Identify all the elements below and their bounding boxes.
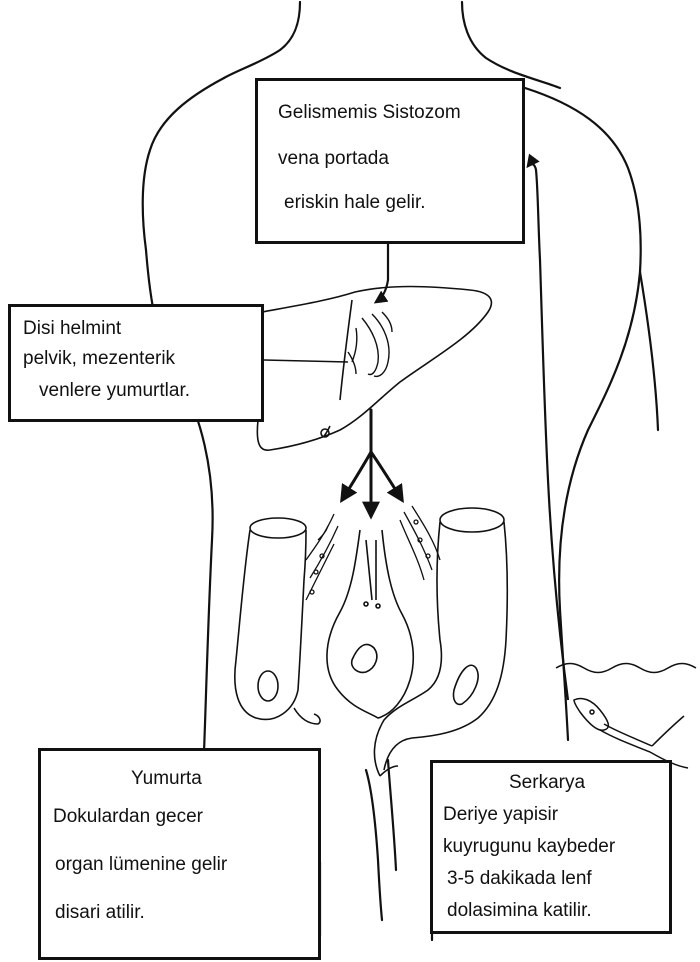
right-torso-line (559, 272, 640, 740)
left-colon (235, 518, 320, 724)
cercaria-line-3: 3-5 dakikada lenf (447, 869, 592, 890)
right-colon-top-opening (440, 508, 504, 532)
pointer-line-helminth (264, 360, 348, 362)
portal-vein-worms (348, 312, 392, 376)
arrow-to-portal (528, 164, 568, 700)
bladder-lumen (352, 644, 377, 672)
egg-line-1: Dokulardan gecer (53, 807, 203, 828)
right-colon-lumen (453, 665, 478, 704)
cercaria-title: Serkarya (509, 773, 585, 794)
bladder (327, 530, 413, 718)
left-colon-top-opening (250, 518, 306, 538)
egg-box: Yumurta Dokulardan gecer organ lümenine … (38, 748, 321, 960)
egg-line-3: disari atilir. (55, 903, 145, 924)
adult-schistosome-line-2: vena portada (278, 149, 389, 170)
egg-title: Yumurta (131, 769, 202, 790)
right-shoulder-line (525, 88, 641, 272)
liver-lobe-line (340, 300, 352, 400)
arrow-to-liver (376, 244, 388, 302)
female-helminth-line-3: venlere yumurtlar. (39, 381, 190, 402)
left-colon-lumen (258, 671, 278, 701)
right-arm-inner-line (640, 272, 658, 430)
water-wave (556, 664, 696, 673)
cercaria-line-1: Deriye yapisir (443, 805, 558, 826)
cercaria-organism (574, 698, 688, 768)
cercaria-box: Serkarya Deriye yapisir kuyrugunu kaybed… (430, 760, 672, 934)
liver-outline (257, 287, 491, 451)
egg-line-2: organ lümenine gelir (55, 855, 227, 876)
adult-schistosome-box: Gelismemis Sistozom vena portada eriskin… (255, 78, 525, 244)
right-mesenteric-vessels (400, 506, 440, 580)
mesenteric-branch-arrows (342, 410, 402, 516)
adult-schistosome-line-1: Gelismemis Sistozom (278, 103, 461, 124)
adult-schistosome-line-3: eriskin hale gelir. (284, 193, 426, 214)
crotch-line (366, 760, 396, 920)
neck-right-line (462, 2, 560, 88)
cercaria-line-2: kuyrugunu kaybeder (443, 837, 615, 858)
liver (257, 287, 491, 451)
female-helminth-line-2: pelvik, mezenterik (23, 349, 175, 370)
female-helminth-line-1: Disi helmint (23, 319, 121, 340)
right-colon (374, 508, 507, 776)
left-mesenteric-vessels (306, 514, 338, 600)
left-shoulder-line (143, 78, 224, 250)
cercaria-line-4: dolasimina katilir. (447, 901, 592, 922)
female-helminth-box: Disi helmint pelvik, mezenterik venlere … (8, 304, 264, 422)
neck-left-line (224, 2, 300, 78)
